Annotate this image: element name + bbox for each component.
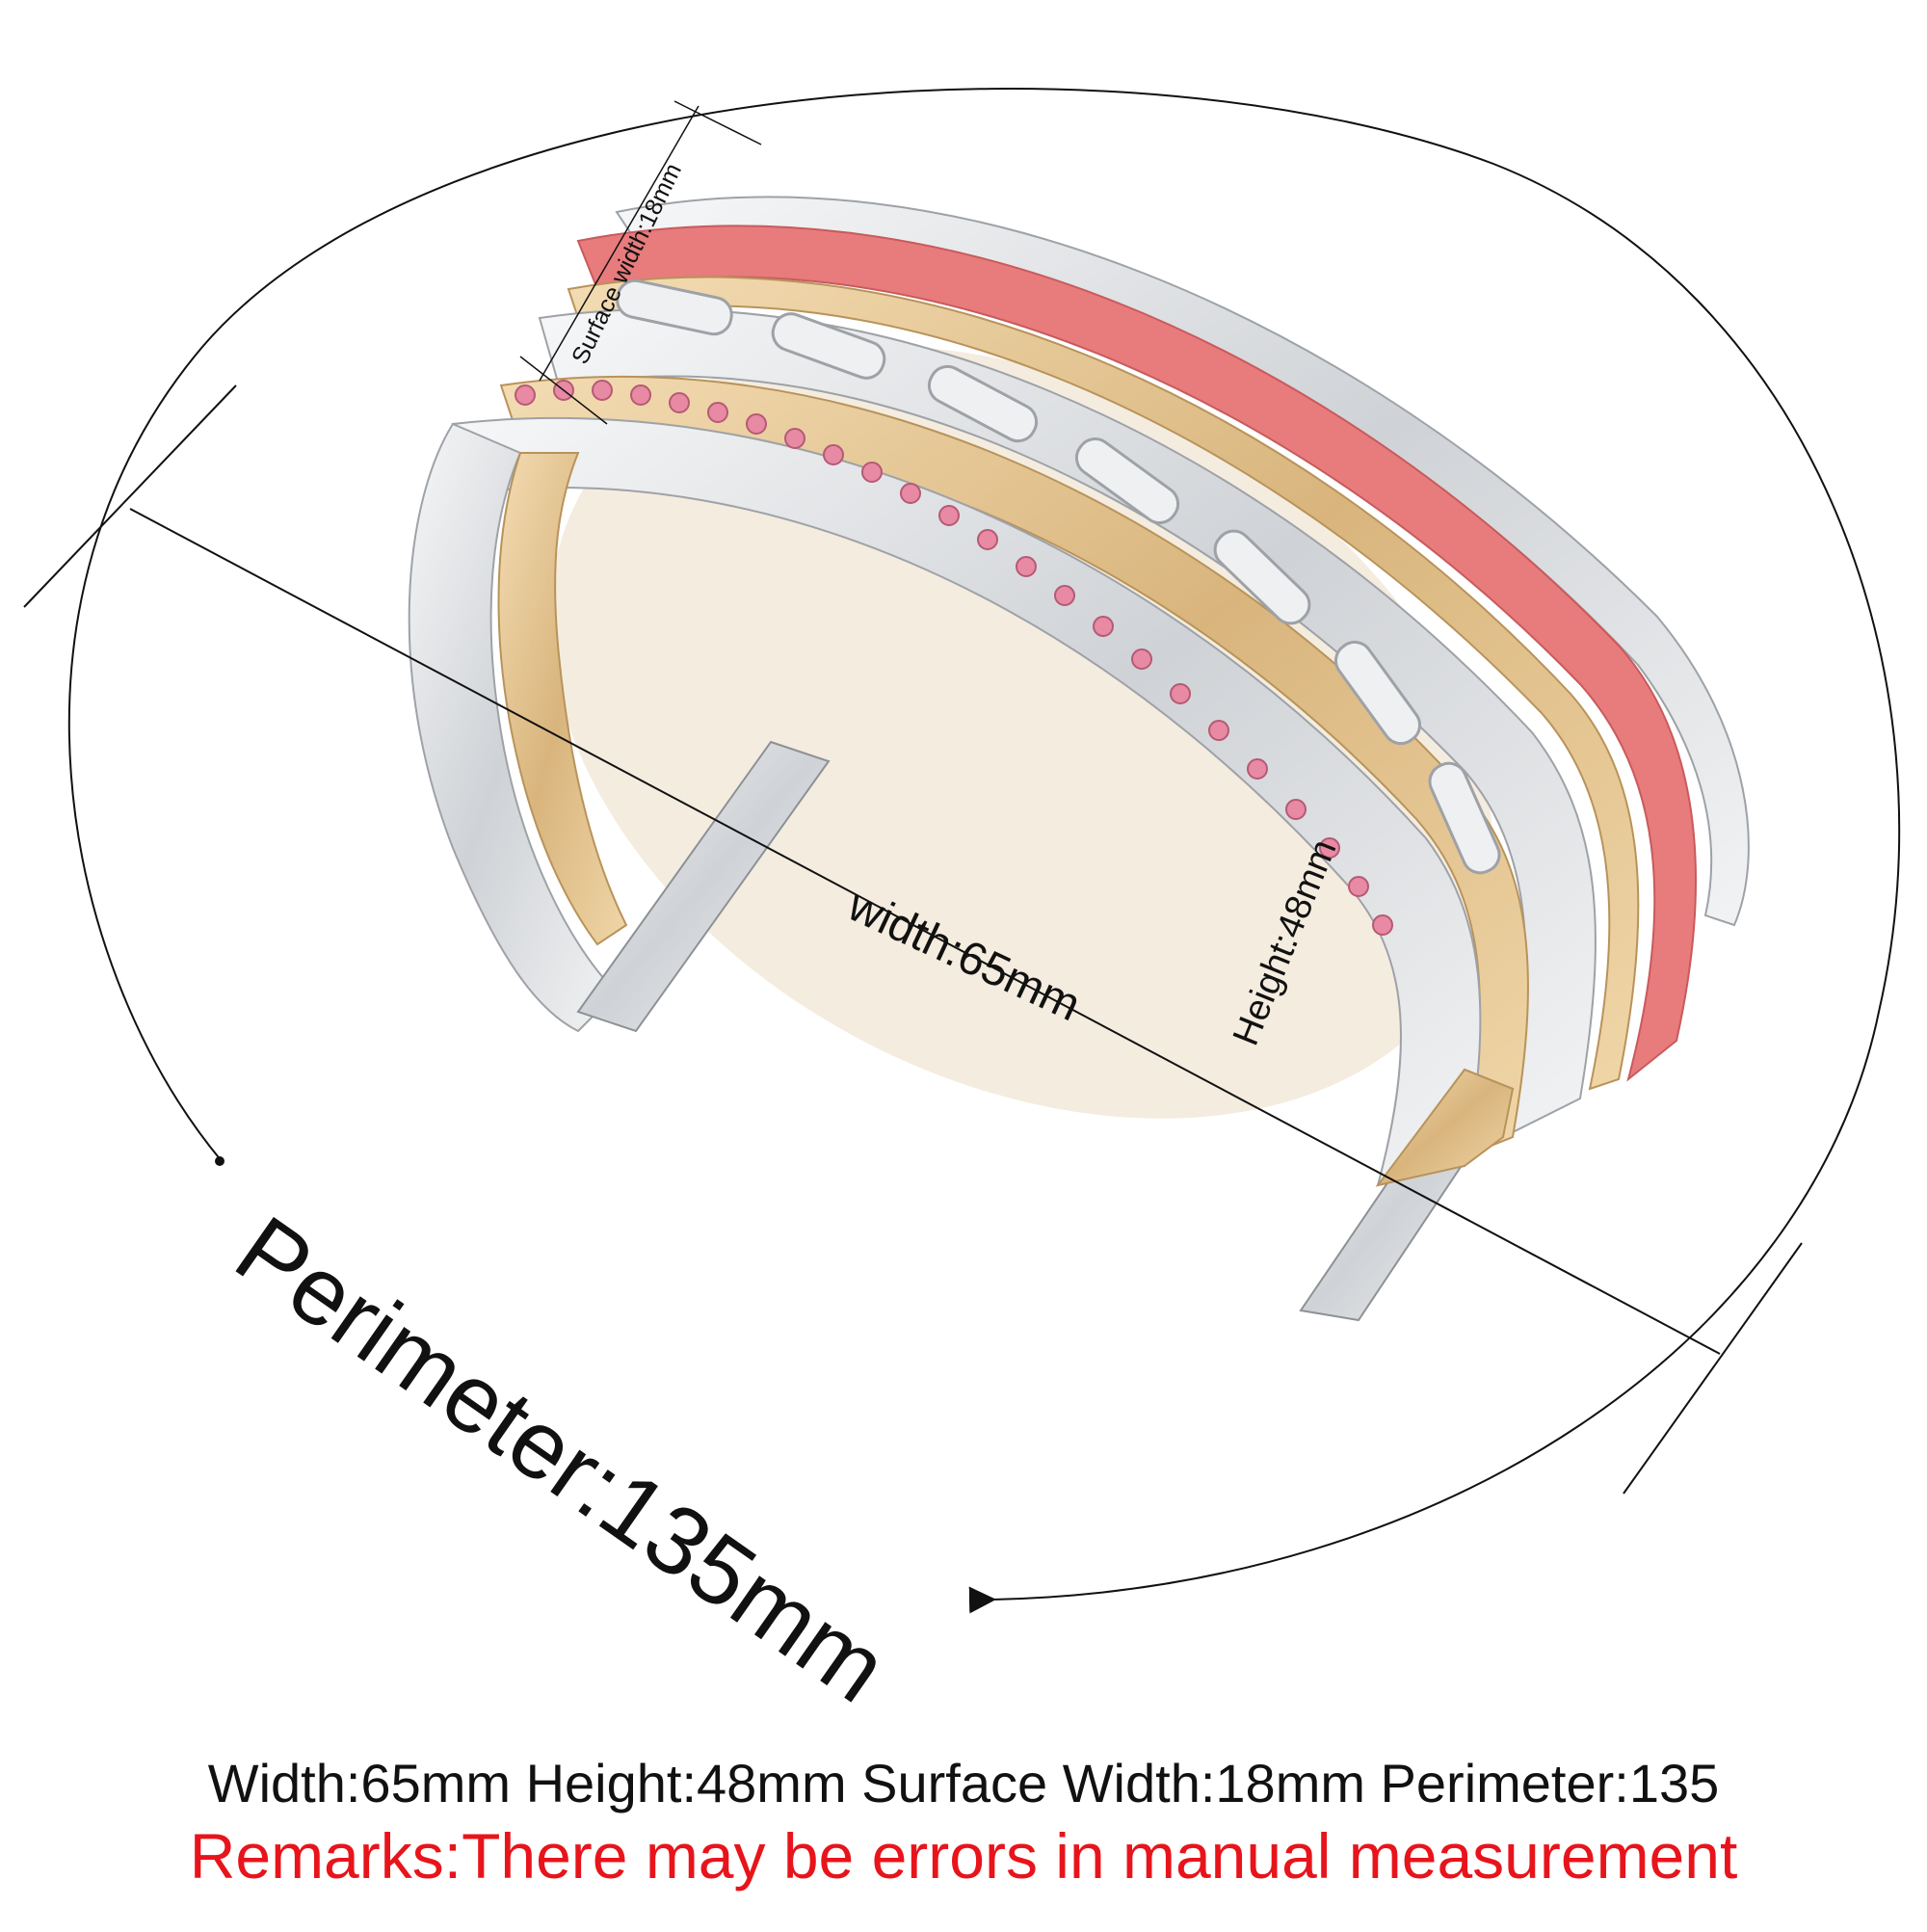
width-tick-left [23, 384, 237, 608]
perimeter-start-dot [215, 1156, 224, 1166]
width-dimension-line [129, 508, 1721, 1355]
twisted-gold-band [499, 375, 1529, 1158]
cuff-right-side [1375, 1068, 1515, 1187]
enamel-band [576, 225, 1697, 1082]
perimeter-guide-arc [67, 88, 1901, 1614]
cuff-end-cap-left [576, 740, 831, 1033]
chain-links [616, 278, 1501, 875]
surface-width-line [539, 105, 700, 382]
dimensions-caption: Width:65mm Height:48mm Surface Width:18m… [207, 1753, 1720, 1813]
width-tick-right [1623, 1242, 1803, 1495]
surface-tick-bottom [519, 356, 608, 425]
cuff-left-gold [497, 452, 628, 946]
gold-band-top [567, 276, 1640, 1091]
crystal-row [515, 380, 1393, 936]
cuff-left-side [408, 422, 619, 1033]
chain-link-band [538, 308, 1597, 1139]
surface-tick-top [673, 100, 762, 146]
remarks-caption: Remarks:There may be errors in manual me… [189, 1820, 1738, 1892]
